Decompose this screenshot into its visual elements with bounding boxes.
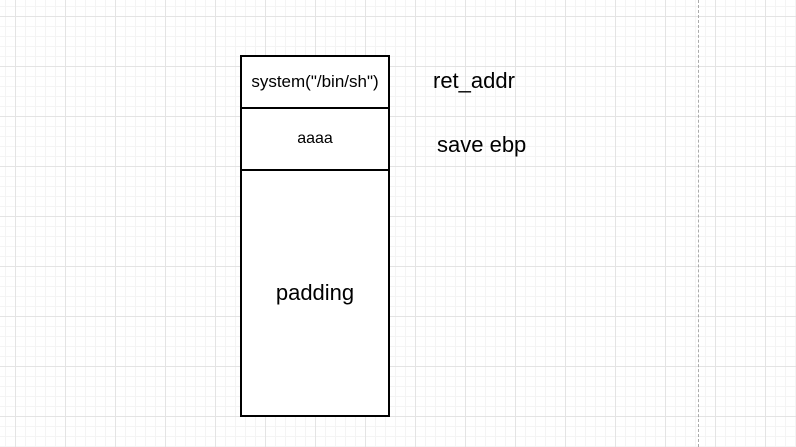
- page-boundary-dashed-line: [698, 0, 699, 447]
- stack-cell-label: aaaa: [297, 130, 333, 147]
- stack-cell-padding[interactable]: padding: [242, 171, 388, 415]
- stack-cell-saved-ebp[interactable]: aaaa: [242, 109, 388, 171]
- label-ret-addr[interactable]: ret_addr: [433, 68, 515, 93]
- stack-cell-label: padding: [275, 280, 355, 305]
- stack-frame-box[interactable]: system("/bin/sh") aaaa padding: [240, 55, 390, 417]
- label-save-ebp[interactable]: save ebp: [437, 132, 527, 157]
- stack-cell-label: system("/bin/sh"): [251, 72, 379, 91]
- stack-cell-return-address[interactable]: system("/bin/sh"): [242, 57, 388, 109]
